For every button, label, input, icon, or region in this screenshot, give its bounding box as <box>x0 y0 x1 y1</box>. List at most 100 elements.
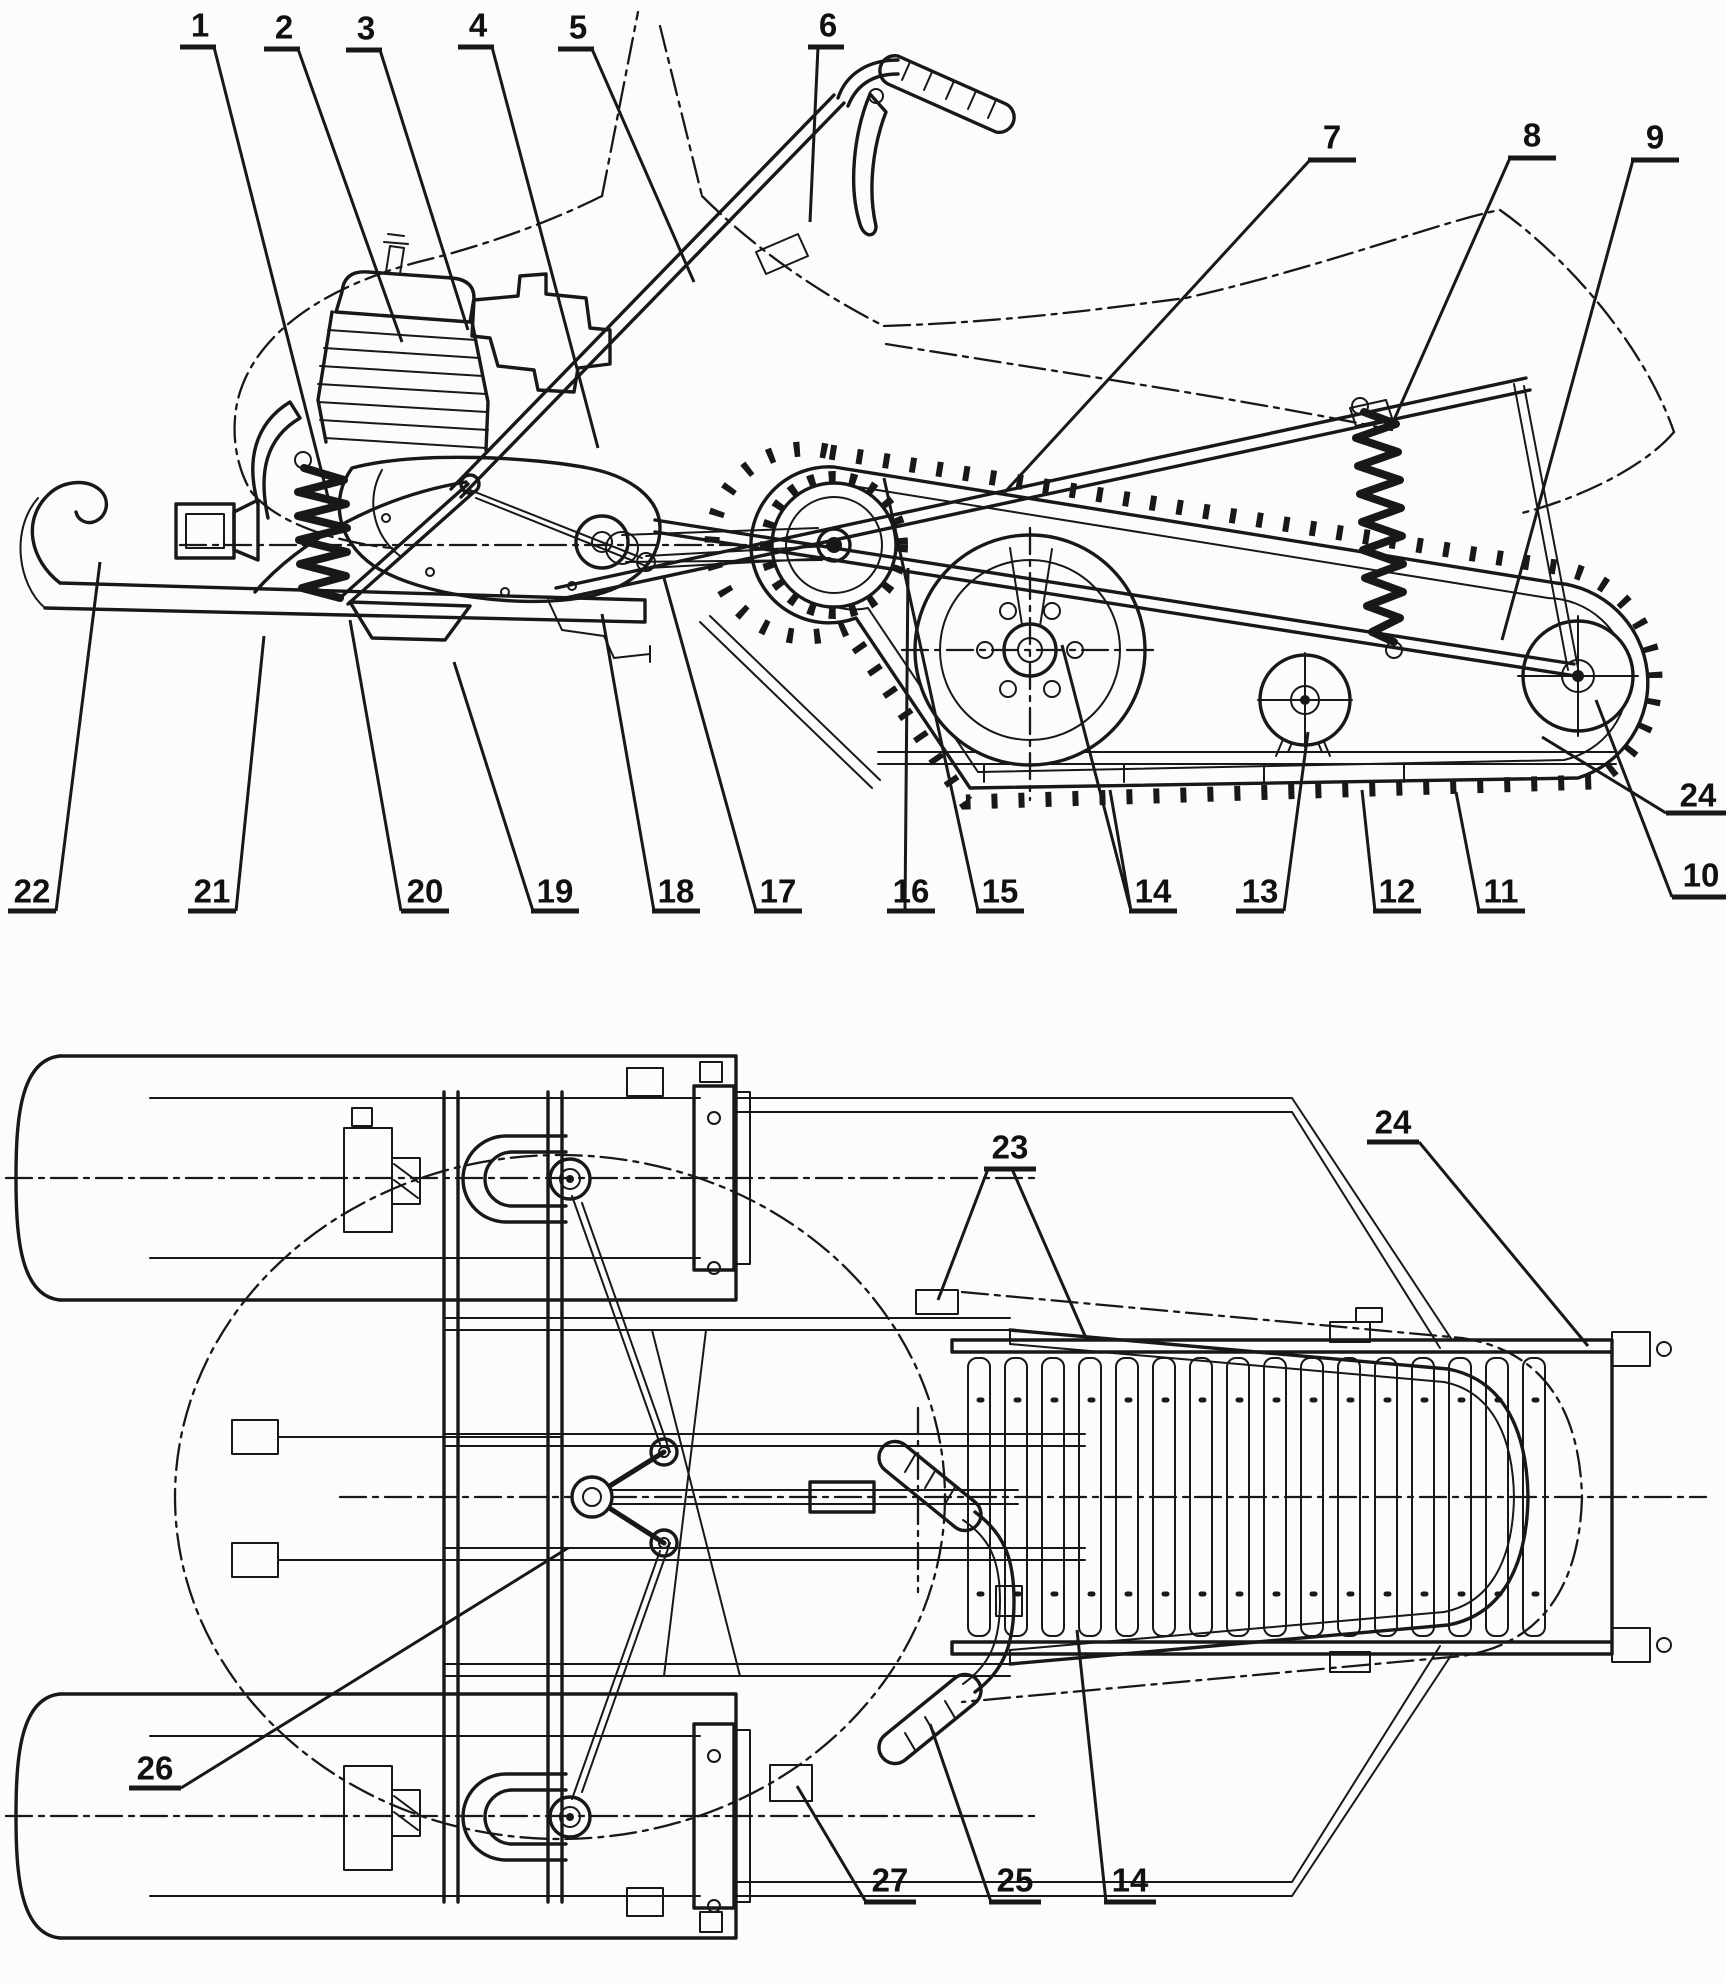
track-plan <box>950 1307 1672 1673</box>
track-slat <box>1522 1357 1546 1637</box>
callout-leader-8 <box>1392 157 1512 421</box>
callout-leader-1 <box>212 46 332 506</box>
callout-label-20: 20 <box>407 873 444 910</box>
callout-label-24: 24 <box>1680 777 1717 814</box>
callout-label-1: 1 <box>191 7 209 44</box>
callout-label-23: 23 <box>992 1129 1029 1166</box>
callout-leader-16 <box>903 567 910 912</box>
bogie-wheel <box>1257 652 1353 757</box>
throttle-grip <box>878 53 1016 135</box>
track-slat <box>1189 1357 1213 1637</box>
callout-label-4: 4 <box>469 7 488 44</box>
callout-label-5: 5 <box>569 9 587 46</box>
callout-label-8: 8 <box>1523 117 1541 154</box>
callout-label-11: 11 <box>1484 873 1519 910</box>
road-wheel <box>900 526 1162 802</box>
track-slat <box>1411 1357 1435 1637</box>
track-slat <box>1374 1357 1398 1637</box>
callout-leader-3 <box>378 49 470 331</box>
callout-label-18: 18 <box>658 873 695 910</box>
callout-label-19: 19 <box>537 873 574 910</box>
callout-label-3: 3 <box>357 10 375 47</box>
callout-leader-15 <box>882 477 980 912</box>
engine <box>178 233 772 663</box>
exhaust-muffler <box>174 400 302 562</box>
callout-leader-19 <box>452 661 535 912</box>
center-axis <box>338 1406 1708 1594</box>
steering-linkage <box>570 1195 1019 1800</box>
callout-leader-23 <box>936 1168 990 1301</box>
callout-label-21: 21 <box>194 873 231 910</box>
body-outline <box>233 194 1676 550</box>
callout-leader-4 <box>490 46 600 449</box>
callout-label-6: 6 <box>819 7 837 44</box>
callout-leader-24 <box>1541 735 1667 815</box>
frame-grid <box>231 1067 1453 1917</box>
track-slat <box>1041 1357 1065 1637</box>
track-slat <box>1226 1357 1250 1637</box>
callout-leader-14 <box>1075 1629 1108 1903</box>
callout-leader-13 <box>1282 731 1310 912</box>
callout-leader-2 <box>296 48 404 343</box>
callout-leader-24 <box>1417 1141 1590 1347</box>
front-suspension <box>253 451 481 606</box>
callout-label-10: 10 <box>1683 857 1720 894</box>
top-view-callouts: 23 24 26 27 25 14 <box>129 1104 1590 1905</box>
callout-label-24: 24 <box>1375 1104 1412 1141</box>
drive-sprocket <box>760 471 908 619</box>
right-grip <box>877 1672 983 1766</box>
callout-leader-14 <box>1060 644 1133 912</box>
handlebar <box>836 53 1016 237</box>
left-grip <box>877 1439 983 1533</box>
callout-label-14: 14 <box>1112 1862 1149 1899</box>
callout-leader-12 <box>1360 789 1377 912</box>
callout-leader-14 <box>1108 789 1133 912</box>
callout-label-25: 25 <box>997 1862 1034 1899</box>
rear-shock-absorber <box>1351 397 1407 659</box>
callout-label-9: 9 <box>1646 119 1664 156</box>
callout-label-2: 2 <box>275 9 293 46</box>
track-slat <box>1115 1357 1139 1637</box>
rear-idler-wheel <box>1517 615 1639 737</box>
callout-leader-23 <box>1010 1168 1088 1339</box>
brake-lever <box>852 92 888 237</box>
callout-leader-25 <box>928 1723 993 1903</box>
callout-leader-5 <box>590 48 696 283</box>
front-ski <box>19 480 647 642</box>
track-slat <box>1263 1357 1287 1637</box>
lower-ski <box>4 1692 1042 1940</box>
track-slat <box>1448 1357 1472 1637</box>
steering-tie-rods <box>469 489 831 572</box>
callout-leader-11 <box>1454 791 1481 912</box>
skid-rail <box>877 751 1617 783</box>
track-slats <box>967 1357 1546 1637</box>
callout-leader-22 <box>54 561 102 912</box>
callout-leader-9 <box>1500 159 1635 641</box>
upper-ski <box>4 1054 1042 1302</box>
track-slat <box>1485 1357 1509 1637</box>
track-slat <box>1078 1357 1102 1637</box>
callout-label-17: 17 <box>760 873 797 910</box>
callout-leader-18 <box>600 613 656 912</box>
steering-column <box>449 93 846 499</box>
callout-leader-21 <box>234 635 266 912</box>
callout-label-26: 26 <box>137 1750 174 1787</box>
track-slat <box>1004 1357 1028 1637</box>
callout-label-16: 16 <box>893 873 930 910</box>
callout-leader-6 <box>808 46 820 223</box>
callout-label-22: 22 <box>14 873 51 910</box>
callout-label-27: 27 <box>872 1862 909 1899</box>
callout-leader-27 <box>795 1785 868 1903</box>
callout-label-7: 7 <box>1323 119 1341 156</box>
callout-leader-7 <box>1003 158 1312 494</box>
callout-leader-17 <box>662 577 758 912</box>
callout-leader-10 <box>1594 699 1674 898</box>
callout-leader-26 <box>180 1546 569 1790</box>
handlebar-plan <box>877 1439 1023 1766</box>
callout-label-15: 15 <box>982 873 1019 910</box>
top-view: 23 24 26 27 25 14 <box>4 1054 1708 1940</box>
track-slat <box>1337 1357 1361 1637</box>
